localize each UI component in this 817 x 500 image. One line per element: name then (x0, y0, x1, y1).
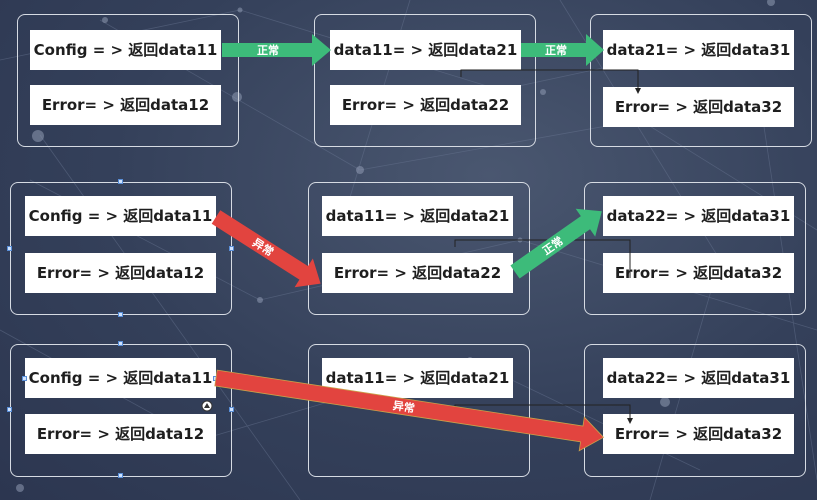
row2-error22-box[interactable]: Error= > 返回data22 (322, 253, 513, 293)
row1-error12-box[interactable]: Error= > 返回data12 (30, 85, 221, 125)
row2-config-box[interactable]: Config = > 返回data11 (25, 196, 216, 236)
row1-panel-c (590, 14, 812, 147)
row3-error12-box[interactable]: Error= > 返回data12 (25, 414, 216, 454)
selection-handle[interactable] (7, 246, 12, 251)
row2-arrow-normal-2 (510, 208, 602, 279)
row1-data21-box[interactable]: data21= > 返回data31 (603, 30, 794, 70)
row2-panel-c (584, 182, 806, 315)
row3-error32-box[interactable]: Error= > 返回data32 (603, 414, 794, 454)
row1-error22-box[interactable]: Error= > 返回data22 (330, 85, 521, 125)
row3-panel-c (584, 344, 806, 477)
row2-data22-box[interactable]: data22= > 返回data31 (603, 196, 794, 236)
row1-error32-box[interactable]: Error= > 返回data32 (603, 87, 794, 127)
row2-data11-box[interactable]: data11= > 返回data21 (322, 196, 513, 236)
row3-panel-b (308, 344, 530, 477)
selection-handle[interactable] (22, 376, 27, 381)
row1-panel-b (314, 14, 536, 147)
selection-handle[interactable] (229, 407, 234, 412)
row1-panel-a (17, 14, 239, 147)
selection-handle[interactable] (229, 246, 234, 251)
row2-panel-b (308, 182, 530, 315)
row1-arrow-label-1: 正常 (257, 43, 279, 57)
selection-handle[interactable] (7, 407, 12, 412)
selection-handle[interactable] (118, 341, 123, 346)
rotate-handle-arrow (204, 403, 210, 408)
row3-arrow-label-1: 异常 (392, 398, 416, 415)
row1-arrow-normal-2 (521, 34, 604, 66)
connector-arrowhead (627, 418, 633, 424)
row1-arrow-label-2: 正常 (545, 43, 567, 57)
row1-data11-box[interactable]: data11= > 返回data21 (330, 30, 521, 70)
row2-arrow-error-1 (211, 210, 321, 288)
connector-line (454, 239, 631, 278)
connector-arrowhead (635, 88, 641, 94)
row1-arrow-normal-1 (222, 34, 331, 66)
row3-config-box[interactable]: Config = > 返回data11 (25, 358, 216, 398)
row3-arrow-error-1 (214, 369, 605, 452)
row1-config-box[interactable]: Config = > 返回data11 (30, 30, 221, 70)
row3-data22-box[interactable]: data22= > 返回data31 (603, 358, 794, 398)
selection-handle[interactable] (118, 179, 123, 184)
selection-handle[interactable] (118, 312, 123, 317)
row2-error12-box[interactable]: Error= > 返回data12 (25, 253, 216, 293)
connector-line (460, 69, 639, 90)
selection-handle[interactable] (118, 473, 123, 478)
row2-error32-box[interactable]: Error= > 返回data32 (603, 253, 794, 293)
